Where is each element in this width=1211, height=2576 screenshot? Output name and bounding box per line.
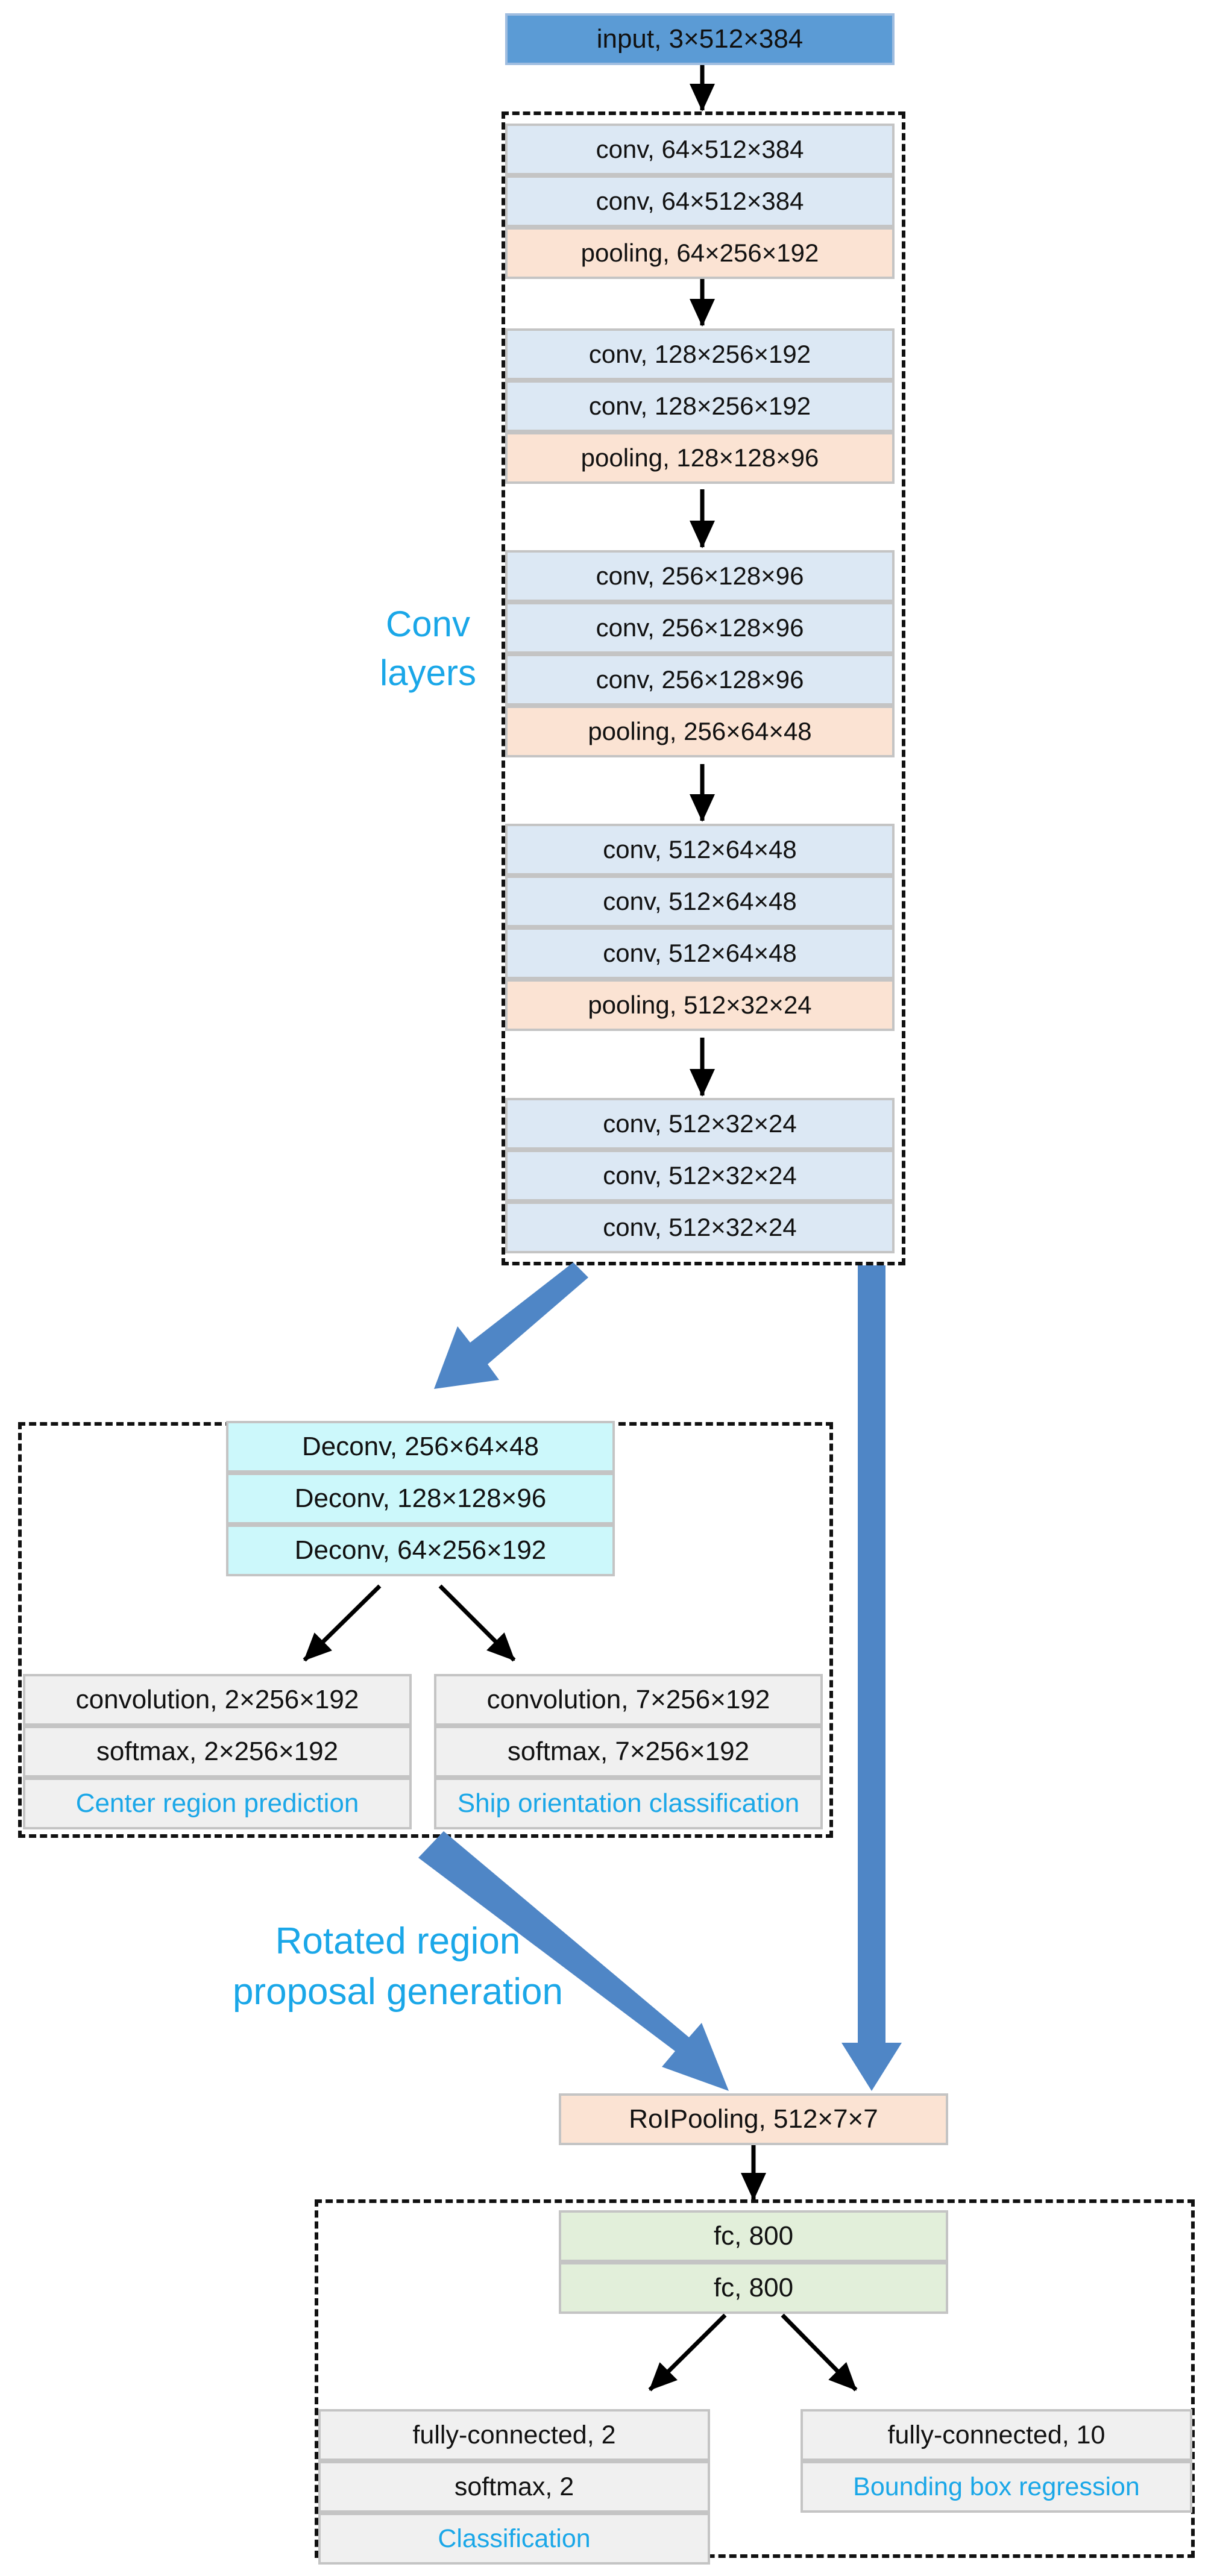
conv-layer-label: conv, 64×512×384 [596, 135, 804, 163]
bounding-box-regression-label: Bounding box regression [853, 2472, 1140, 2501]
conv-layer-label: conv, 512×32×24 [603, 1213, 797, 1241]
arrow-deconv-to-right-branch [438, 1584, 516, 1662]
big-arrow-conv-to-roipool [841, 1265, 902, 2091]
fc-layer-label: fc, 800 [713, 2273, 794, 2302]
branch-layer-label: fully-connected, 10 [887, 2420, 1106, 2449]
conv-layer-label: conv, 128×256×192 [588, 392, 811, 420]
conv-layers-label: Conv layers [362, 600, 494, 697]
conv-layer-label: conv, 512×32×24 [603, 1161, 797, 1189]
branch-layer-label: convolution, 2×256×192 [75, 1685, 359, 1714]
input-layer: input, 3×512×384 [505, 13, 895, 65]
branch-output: Bounding box regression [801, 2461, 1192, 2513]
input-layer-label: input, 3×512×384 [596, 24, 804, 54]
deconv-layer: Deconv, 256×64×48 [226, 1421, 615, 1473]
conv-layer: conv, 512×32×24 [505, 1202, 895, 1253]
pooling-layer: pooling, 64×256×192 [505, 227, 895, 279]
fc-frame [315, 2199, 1195, 2558]
branch-layer: convolution, 7×256×192 [434, 1674, 823, 1726]
conv-layer-label: conv, 128×256×192 [588, 340, 811, 368]
rotated-region-proposal-label: Rotated region proposal generation [217, 1916, 579, 2017]
pooling-layer-label: pooling, 128×128×96 [580, 443, 819, 472]
deconv-layer: Deconv, 128×128×96 [226, 1473, 615, 1525]
conv-layer: conv, 512×64×48 [505, 824, 895, 876]
conv-layers-label-line2: layers [379, 653, 477, 693]
branch-layer: convolution, 2×256×192 [23, 1674, 412, 1726]
roipooling-layer: RoIPooling, 512×7×7 [559, 2093, 948, 2145]
arrow-fc-to-left-branch [648, 2313, 727, 2392]
branch-layer: fully-connected, 10 [801, 2409, 1192, 2461]
pooling-layer-label: pooling, 512×32×24 [588, 991, 812, 1019]
conv-layer-label: conv, 64×512×384 [596, 187, 804, 215]
small-arrows [303, 65, 858, 2392]
deconv-layer: Deconv, 64×256×192 [226, 1525, 615, 1576]
branch-output: Classification [318, 2513, 710, 2565]
rrpg-label-line1: Rotated region [275, 1920, 521, 1962]
conv-layer: conv, 64×512×384 [505, 175, 895, 227]
branch-layer-label: convolution, 7×256×192 [486, 1685, 770, 1714]
pooling-layer: pooling, 128×128×96 [505, 432, 895, 484]
conv-layer-label: conv, 256×128×96 [596, 665, 804, 694]
conv-layer-label: conv, 512×32×24 [603, 1109, 797, 1138]
pooling-layer: pooling, 512×32×24 [505, 979, 895, 1031]
conv-layer: conv, 512×64×48 [505, 876, 895, 927]
pooling-layer-label: pooling, 256×64×48 [588, 717, 812, 745]
conv-layer: conv, 512×32×24 [505, 1098, 895, 1150]
conv-layer: conv, 128×256×192 [505, 380, 895, 432]
conv-layers-label-line1: Conv [385, 604, 471, 644]
deconv-layer-label: Deconv, 64×256×192 [294, 1535, 547, 1565]
pooling-layer-label: pooling, 64×256×192 [580, 239, 819, 267]
branch-output: Center region prediction [23, 1778, 412, 1829]
branch-layer: softmax, 7×256×192 [434, 1726, 823, 1778]
arrow-fc-to-right-branch [781, 2313, 858, 2392]
fc-layer: fc, 800 [559, 2262, 948, 2314]
big-arrows [418, 1262, 902, 2091]
arrow-deconv-to-left-branch [303, 1584, 382, 1662]
deconv-layer-label: Deconv, 256×64×48 [301, 1432, 539, 1461]
conv-layer-label: conv, 512×64×48 [603, 887, 797, 915]
center-region-prediction-label: Center region prediction [75, 1788, 359, 1818]
conv-layer: conv, 256×128×96 [505, 550, 895, 602]
conv-layer: conv, 512×64×48 [505, 927, 895, 979]
branch-layer: softmax, 2×256×192 [23, 1726, 412, 1778]
classification-label: Classification [438, 2524, 591, 2553]
branch-layer: softmax, 2 [318, 2461, 710, 2513]
branch-layer: fully-connected, 2 [318, 2409, 710, 2461]
conv-layer: conv, 128×256×192 [505, 328, 895, 380]
fc-layer-label: fc, 800 [713, 2221, 794, 2251]
conv-layer-label: conv, 512×64×48 [603, 835, 797, 863]
conv-layer: conv, 512×32×24 [505, 1150, 895, 1202]
ship-orientation-label: Ship orientation classification [457, 1788, 800, 1818]
deconv-layer-label: Deconv, 128×128×96 [294, 1484, 547, 1513]
conv-layer: conv, 64×512×384 [505, 124, 895, 175]
pooling-layer: pooling, 256×64×48 [505, 706, 895, 757]
rrpg-label-line2: proposal generation [232, 1970, 564, 2013]
branch-layer-label: softmax, 7×256×192 [507, 1737, 750, 1766]
roipooling-layer-label: RoIPooling, 512×7×7 [629, 2104, 878, 2134]
conv-layer-label: conv, 512×64×48 [603, 939, 797, 967]
conv-layer: conv, 256×128×96 [505, 602, 895, 654]
conv-layer: conv, 256×128×96 [505, 654, 895, 706]
branch-layer-label: softmax, 2 [454, 2472, 574, 2501]
conv-layer-label: conv, 256×128×96 [596, 562, 804, 590]
branch-output: Ship orientation classification [434, 1778, 823, 1829]
conv-layers-frame [502, 111, 905, 1265]
big-arrow-conv-to-deconv [434, 1262, 588, 1389]
big-arrow-deconv-to-roipool [418, 1831, 729, 2091]
fc-layer: fc, 800 [559, 2210, 948, 2262]
branch-layer-label: softmax, 2×256×192 [96, 1737, 339, 1766]
branch-layer-label: fully-connected, 2 [412, 2420, 616, 2449]
conv-layer-label: conv, 256×128×96 [596, 613, 804, 642]
